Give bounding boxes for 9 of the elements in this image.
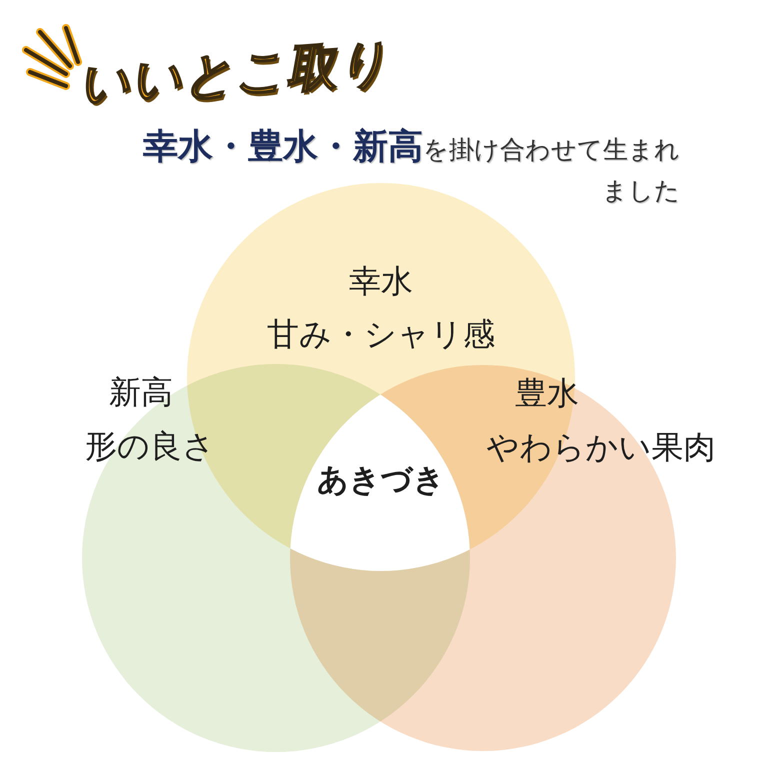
trait-label: 甘み・シャリ感: [267, 318, 495, 350]
subtitle: 幸水・豊水・新高を掛け合わせて生まれました: [142, 126, 680, 207]
trait-label: やわらかい果肉: [486, 431, 716, 463]
title: いいとこ取り: [76, 32, 391, 115]
variety-name: あきづき: [317, 461, 445, 500]
trait-label: 形の良さ: [85, 430, 215, 462]
variety-name: 豊水: [515, 377, 579, 409]
variety-name: 新高: [109, 376, 173, 408]
variety-name: 幸水: [349, 265, 413, 297]
